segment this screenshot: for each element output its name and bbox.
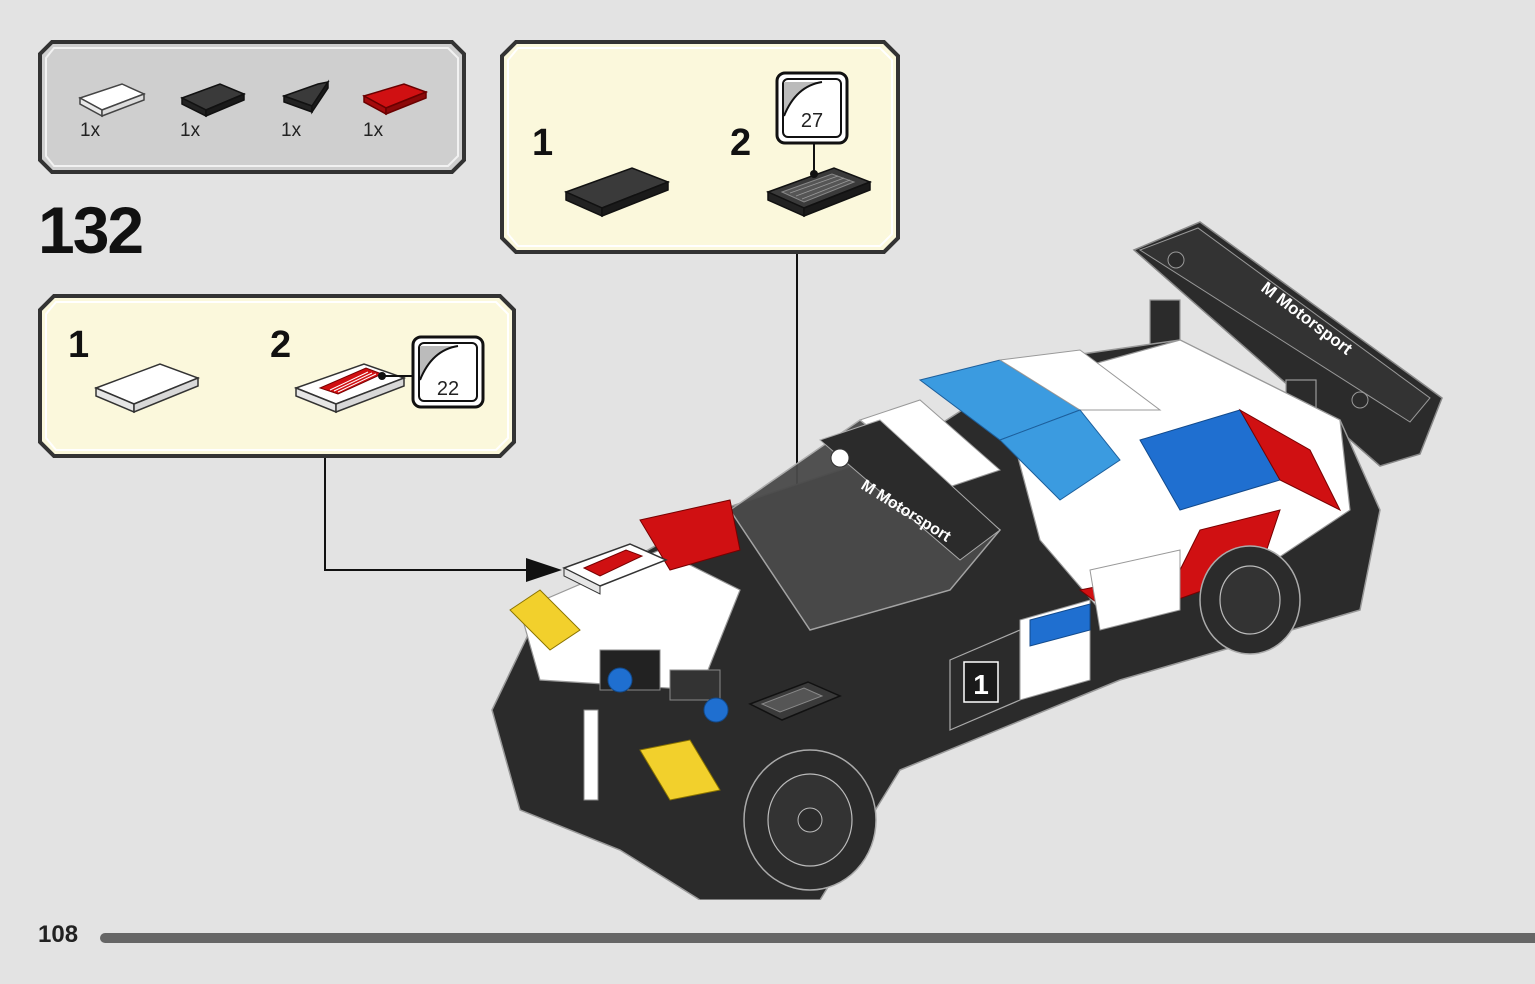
bmw-logo-icon	[830, 448, 850, 468]
part-quantity-1: 1x	[80, 120, 101, 141]
substep-left-white-tile	[94, 363, 201, 414]
car-model-illustration: M Motorsport M Motorsport 1	[491, 221, 1443, 900]
sticker-sheet-icon	[775, 71, 849, 145]
substep-top-1-label: 1	[532, 122, 554, 164]
substep-panel-top: 1 2 27	[500, 40, 900, 254]
step-number: 132	[38, 193, 144, 267]
door-number: 1	[973, 669, 989, 700]
sticker-22-number: 22	[436, 378, 460, 400]
red-tile-part	[362, 83, 429, 116]
door-number-plate	[963, 661, 999, 703]
substep-left-frame	[38, 294, 516, 458]
right-headlight	[639, 739, 721, 801]
part-quantity-3: 1x	[281, 120, 302, 141]
substep-left-2-label: 2	[270, 324, 292, 366]
substep-top-black-tile	[564, 167, 671, 218]
part-quantity-4: 1x	[363, 120, 384, 141]
left-headlight	[509, 589, 581, 651]
parts-list-panel: 1x 1x 1x 1x	[38, 40, 466, 174]
sticker-sheet-icon	[411, 335, 485, 409]
parts-list-frame	[38, 40, 466, 174]
part-quantity-2: 1x	[180, 120, 201, 141]
substep-panel-left: 1 2 22	[38, 294, 516, 458]
page-number: 108	[38, 921, 79, 948]
black-tile-part	[180, 83, 246, 118]
substep-left-stickered-tile	[294, 363, 407, 414]
sticker-22-connector	[378, 372, 414, 380]
placed-hood-tile	[562, 543, 668, 595]
black-wedge-part	[282, 79, 330, 115]
sticker-27-number: 27	[800, 110, 824, 132]
white-tile-part	[78, 83, 146, 118]
placed-grille-tile	[748, 681, 842, 721]
front-wheel	[743, 749, 877, 891]
substep-top-stickered-tile	[766, 167, 873, 218]
substep-top-2-label: 2	[730, 122, 752, 164]
rear-wheel	[1199, 545, 1301, 655]
substep-left-1-label: 1	[68, 324, 90, 366]
progress-bar	[100, 933, 1535, 943]
front-post	[583, 709, 599, 801]
